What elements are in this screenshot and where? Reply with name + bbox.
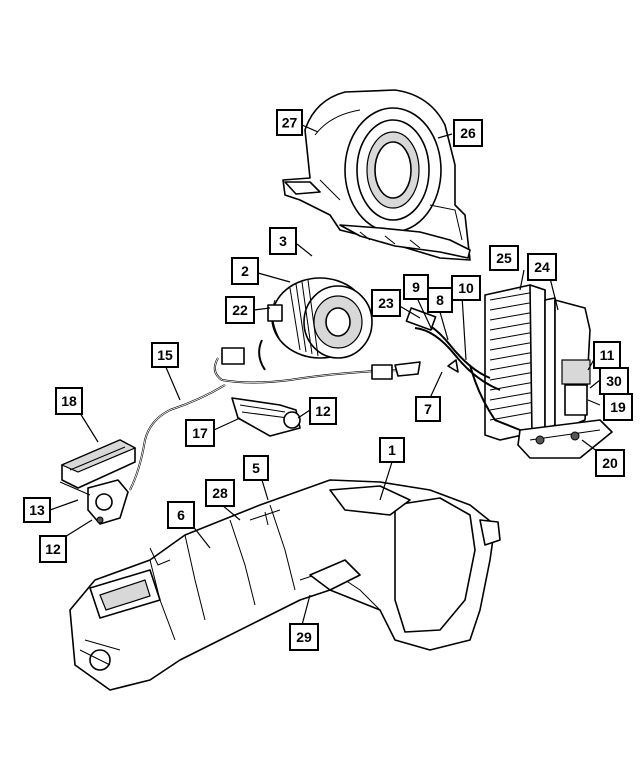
callout-13: 13 [23,497,51,523]
callout-15: 15 [151,342,179,368]
callout-label: 3 [279,233,287,249]
callout-label: 29 [296,629,312,645]
actuator-assembly [59,439,137,525]
callout-29: 29 [289,623,319,651]
callout-label: 1 [388,442,396,458]
callout-1: 1 [379,437,405,463]
callout-22: 22 [225,296,255,324]
callout-label: 6 [177,507,185,523]
blower-motor [267,277,373,359]
callout-label: 15 [157,347,173,363]
callout-2: 2 [231,257,259,285]
callout-6: 6 [167,501,195,529]
callout-25: 25 [489,245,519,271]
callout-label: 12 [315,403,331,419]
callout-23: 23 [371,289,401,317]
callout-label: 10 [458,280,474,296]
callout-5: 5 [243,455,269,481]
callout-11: 11 [593,341,621,369]
callout-label: 30 [606,373,622,389]
callout-10: 10 [451,275,481,301]
callout-12-lower: 12 [39,535,67,563]
callout-label: 22 [232,302,248,318]
callout-label: 8 [436,292,444,308]
callout-label: 19 [610,399,626,415]
callout-19: 19 [603,393,633,421]
callout-3: 3 [269,227,297,255]
callout-label: 18 [61,393,77,409]
callout-label: 11 [600,347,615,363]
evaporator-core [484,284,613,459]
hvac-housing [69,479,501,691]
callout-label: 24 [534,259,550,275]
callout-9: 9 [403,274,429,300]
callout-28: 28 [205,479,235,507]
callout-24: 24 [527,253,557,281]
callout-label: 7 [424,401,432,417]
callout-26: 26 [453,119,483,147]
callout-label: 23 [378,295,394,311]
blower-housing [282,89,471,261]
callout-18: 18 [55,387,83,415]
callout-label: 13 [29,502,45,518]
callout-label: 5 [252,460,260,476]
callout-label: 28 [212,485,228,501]
callout-label: 2 [241,263,249,279]
callout-label: 20 [602,455,618,471]
callout-20: 20 [595,449,625,477]
callout-label: 12 [45,541,61,557]
callout-17: 17 [185,419,215,447]
leader-lines [49,124,601,626]
callout-8: 8 [427,287,453,313]
callout-label: 26 [460,125,476,141]
callout-label: 27 [282,115,298,131]
callout-30: 30 [599,367,629,395]
callout-label: 9 [412,279,420,295]
callout-27: 27 [276,109,303,136]
callout-label: 17 [192,425,208,441]
callout-label: 25 [496,250,512,266]
callout-7: 7 [415,396,441,422]
wire-harness [129,339,421,491]
callout-12-upper: 12 [309,397,337,425]
